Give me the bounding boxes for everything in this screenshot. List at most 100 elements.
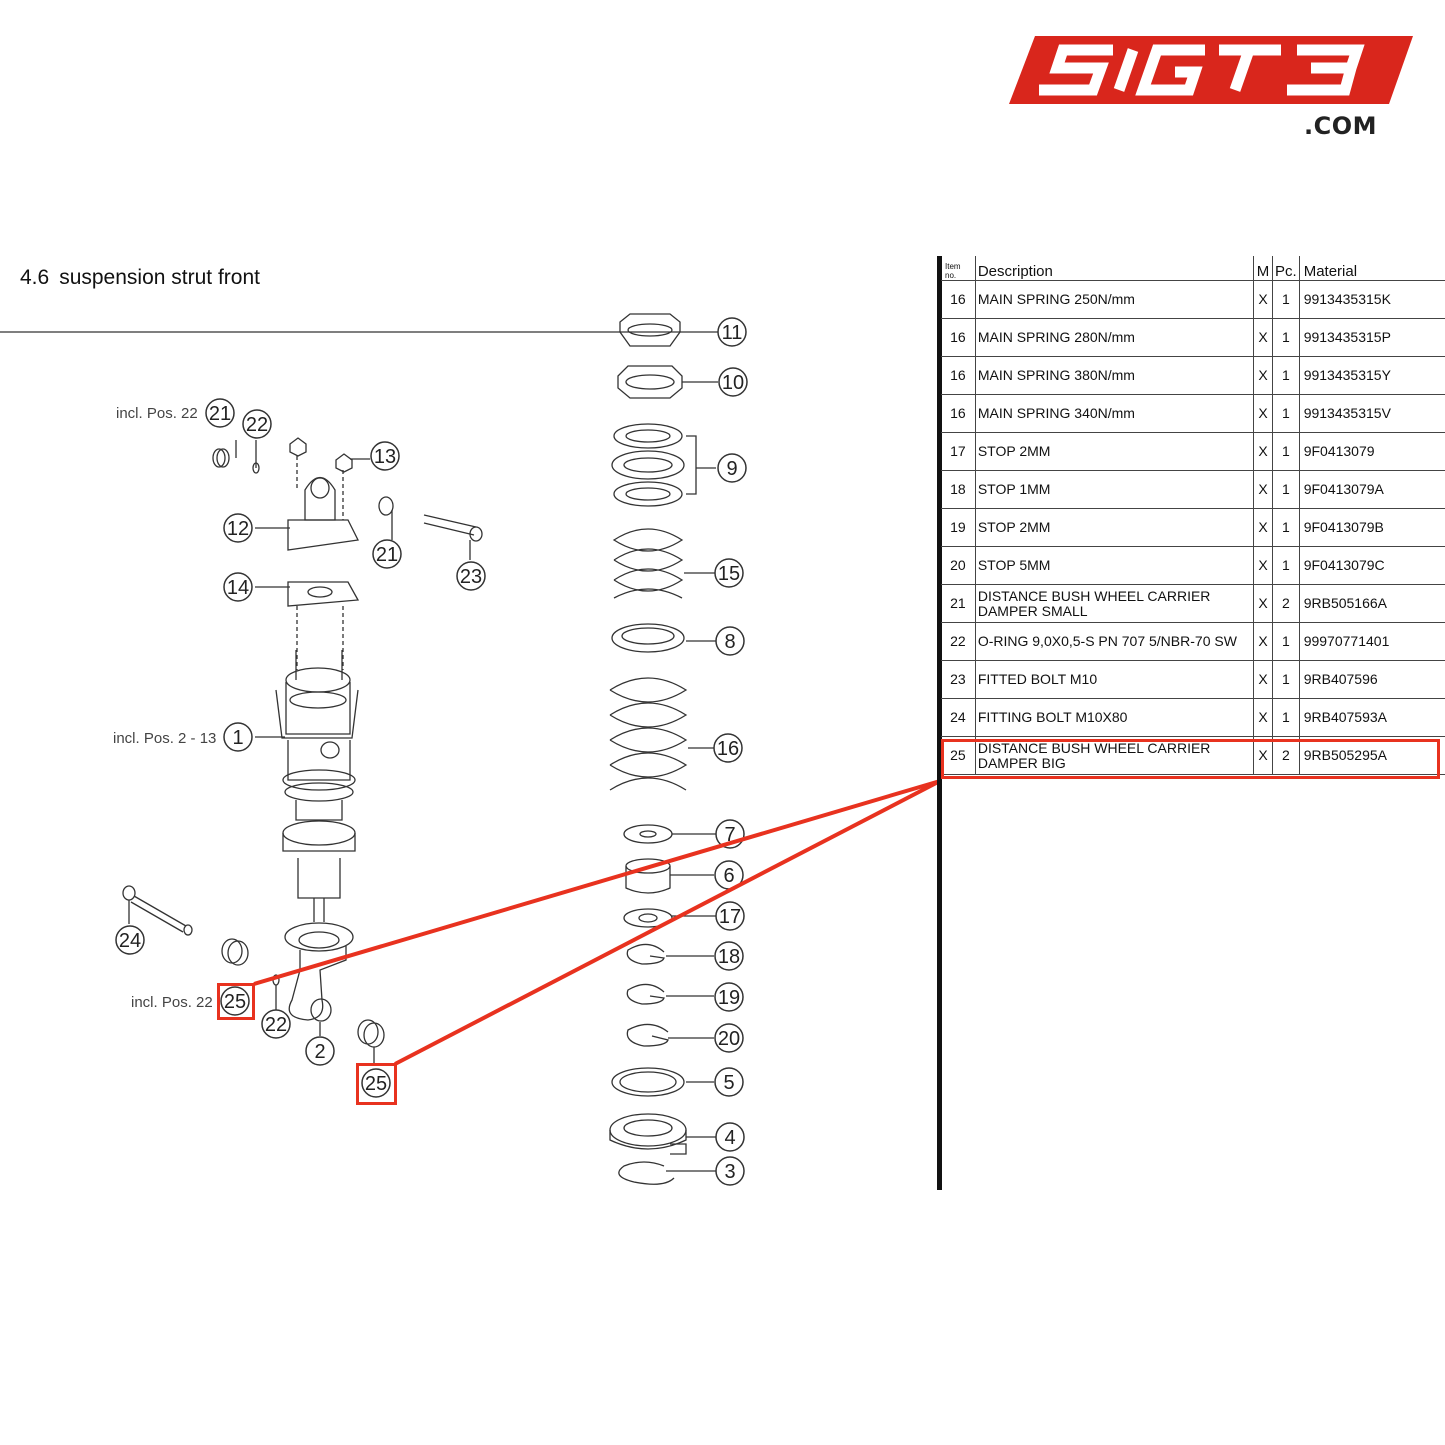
cell-pc: 1 [1272, 356, 1300, 395]
cell-m: X [1253, 584, 1273, 623]
bubble-17 [715, 901, 745, 931]
bubble-25-right [361, 1068, 391, 1098]
bubble-16 [713, 733, 743, 763]
table-left-rule [937, 256, 942, 1190]
bubble-label-11: 11 [722, 322, 743, 344]
bubble-label-2: 2 [314, 1041, 325, 1063]
bubble-label-20: 20 [718, 1028, 740, 1050]
cell-item-no: 20 [941, 546, 976, 585]
bubble-label-3: 3 [724, 1161, 735, 1183]
cell-m: X [1253, 432, 1273, 471]
cell-material: 9F0413079C [1298, 546, 1445, 585]
bubble-1 [223, 722, 253, 752]
callout-incl-top: incl. Pos. 22 [116, 405, 198, 422]
cell-material: 9913435315P [1298, 318, 1445, 357]
section-number: 4.6 [20, 266, 50, 289]
highlight-box-25-left [217, 983, 255, 1020]
header-m: M [1253, 256, 1273, 281]
header-description: Description [974, 256, 1254, 281]
logo-domain: .COM [1303, 112, 1377, 140]
cell-item-no: 17 [941, 432, 976, 471]
cell-m: X [1253, 622, 1273, 661]
cell-description: DISTANCE BUSH WHEEL CARRIER DAMPER BIG [974, 736, 1254, 775]
bubble-label-21-mid: 21 [376, 544, 398, 566]
callout-incl-bottom: incl. Pos. 22 [131, 994, 213, 1011]
cell-item-no: 16 [941, 394, 976, 433]
bubble-22-bottom [261, 1009, 291, 1039]
cell-description: STOP 2MM [974, 432, 1254, 471]
bubble-3 [715, 1156, 745, 1186]
section-title-text: suspension strut front [59, 266, 260, 289]
bubble-2 [305, 1036, 335, 1066]
bubble-4 [715, 1122, 745, 1152]
cell-description: STOP 5MM [974, 546, 1254, 585]
bubble-25-left [220, 986, 250, 1016]
cell-material: 9913435315V [1298, 394, 1445, 433]
cell-m: X [1253, 280, 1273, 319]
brand-logo[interactable]: .COM [1005, 30, 1415, 142]
cell-m: X [1253, 660, 1273, 699]
cell-item-no: 24 [941, 698, 976, 737]
bubble-label-22-bottom: 22 [265, 1014, 287, 1036]
cell-description: FITTING BOLT M10X80 [974, 698, 1254, 737]
bubble-21-mid [372, 539, 402, 569]
bubble-label-21-top: 21 [209, 403, 231, 425]
cell-description: MAIN SPRING 340N/mm [974, 394, 1254, 433]
cell-pc: 1 [1272, 622, 1300, 661]
cell-m: X [1253, 546, 1273, 585]
header-pc: Pc. [1272, 256, 1300, 281]
cell-pc: 1 [1272, 318, 1300, 357]
header-item-no: Item no. [941, 256, 976, 281]
bubble-label-8: 8 [724, 631, 735, 653]
cell-pc: 2 [1272, 736, 1300, 775]
bubble-label-15: 15 [718, 563, 740, 585]
cell-material: 9RB407596 [1298, 660, 1445, 699]
bubble-label-22-top: 22 [246, 414, 268, 436]
cell-item-no: 16 [941, 318, 976, 357]
bubble-label-9: 9 [726, 458, 737, 480]
bubble-18 [714, 941, 744, 971]
bubble-label-18: 18 [718, 946, 740, 968]
cell-material: 9F0413079A [1298, 470, 1445, 509]
bubble-label-23: 23 [460, 566, 482, 588]
bubble-label-1: 1 [232, 727, 243, 749]
bubble-14 [223, 572, 253, 602]
bubble-24 [115, 925, 145, 955]
cell-item-no: 21 [941, 584, 976, 623]
cell-item-no: 18 [941, 470, 976, 509]
cell-material: 9913435315K [1298, 280, 1445, 319]
bubble-label-4: 4 [724, 1127, 735, 1149]
cell-pc: 2 [1272, 584, 1300, 623]
bubble-label-13: 13 [374, 446, 396, 468]
bubble-22-top [242, 409, 272, 439]
page-title: 4.6 suspension strut front [20, 266, 260, 290]
cell-material: 9RB505166A [1298, 584, 1445, 623]
bubble-5 [714, 1067, 744, 1097]
cell-description: FITTED BOLT M10 [974, 660, 1254, 699]
cell-item-no: 16 [941, 280, 976, 319]
bubble-20 [714, 1023, 744, 1053]
bubble-label-7: 7 [724, 824, 735, 846]
cell-pc: 1 [1272, 660, 1300, 699]
bubble-23 [456, 561, 486, 591]
cell-material: 9F0413079 [1298, 432, 1445, 471]
cell-item-no: 23 [941, 660, 976, 699]
logo-mark [1009, 36, 1413, 104]
bubble-label-19: 19 [718, 987, 740, 1009]
cell-material: 9RB407593A [1298, 698, 1445, 737]
